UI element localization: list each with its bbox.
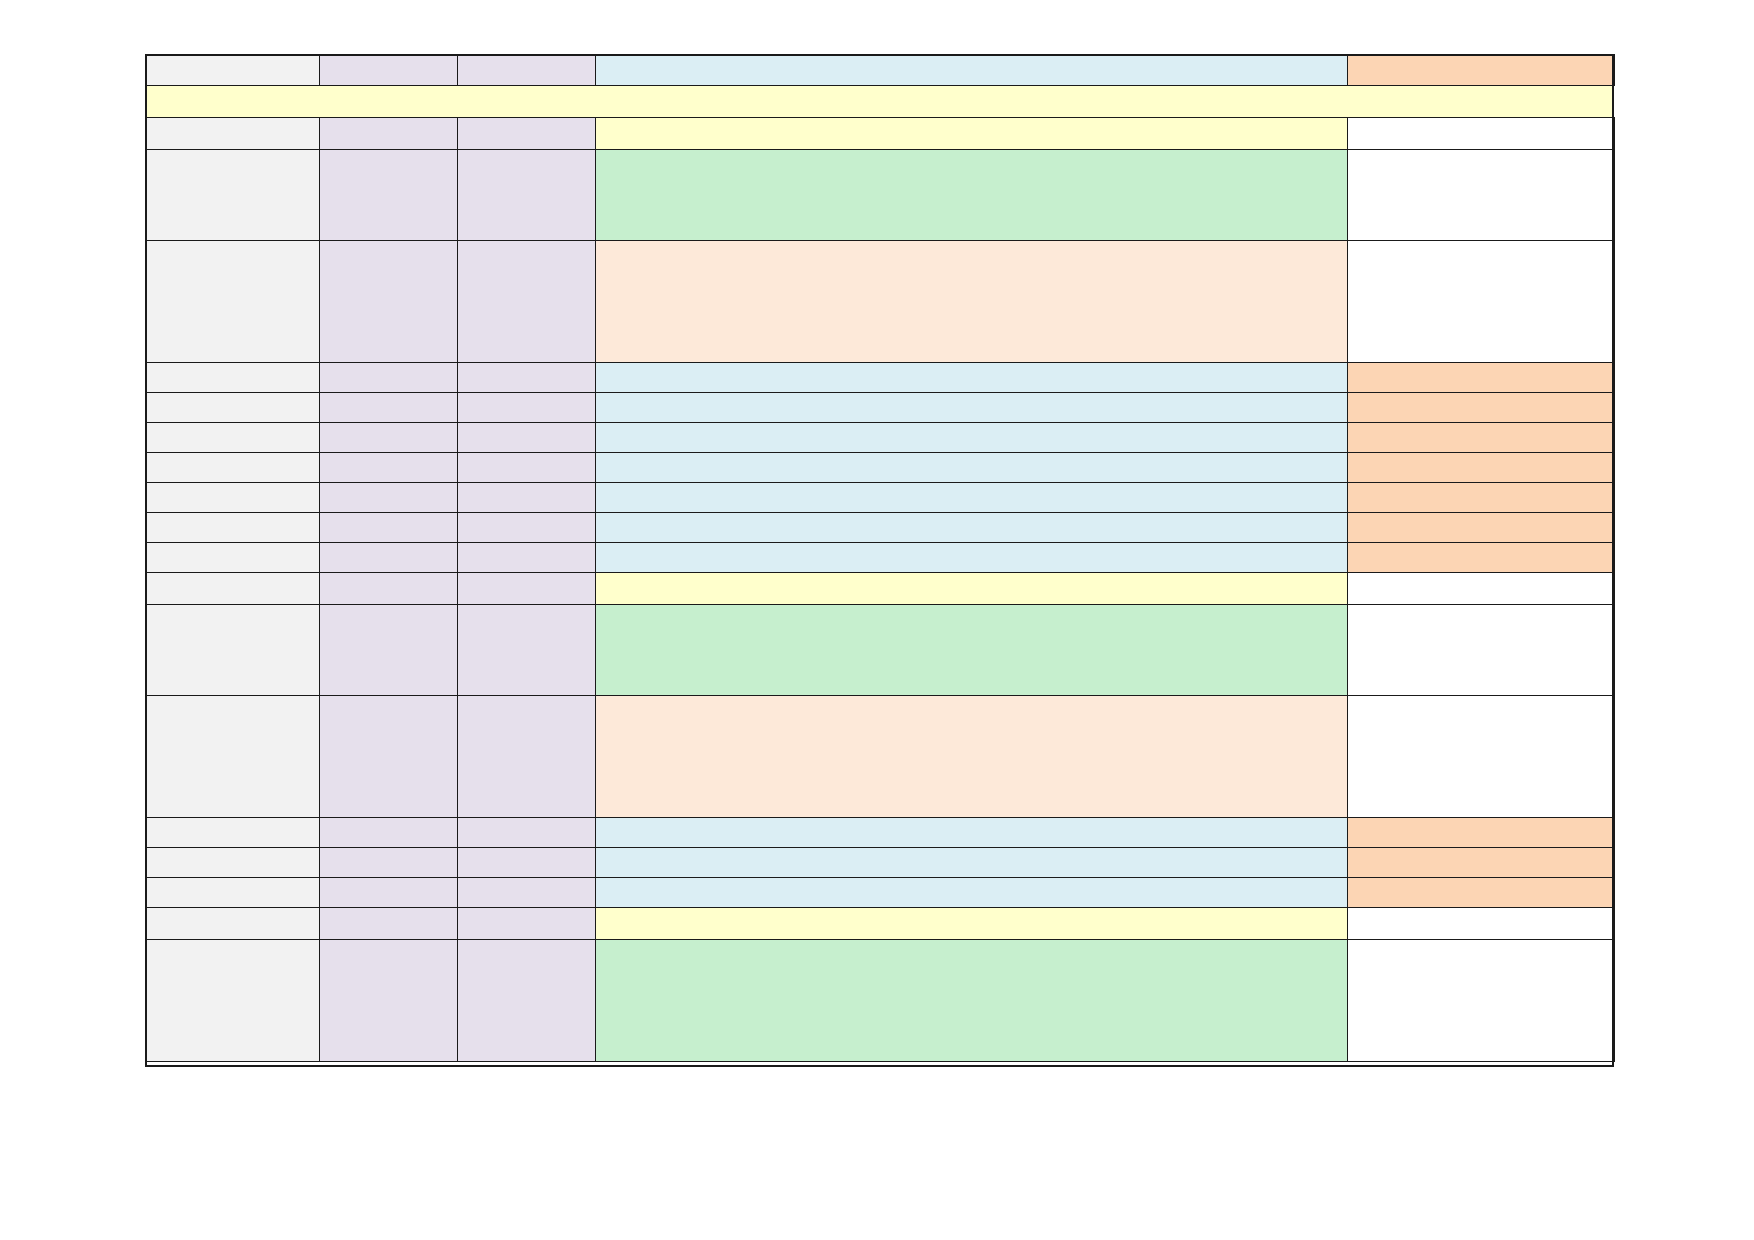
description-cell[interactable] <box>595 452 1348 483</box>
code-cell-b[interactable] <box>457 54 596 86</box>
note-cell[interactable] <box>1347 54 1615 86</box>
code-cell-b[interactable] <box>457 452 596 483</box>
code-cell-a[interactable] <box>319 817 458 848</box>
code-cell-b[interactable] <box>457 572 596 605</box>
code-cell-b[interactable] <box>457 362 596 393</box>
label-cell[interactable] <box>145 452 320 483</box>
note-cell[interactable] <box>1347 542 1615 573</box>
note-cell[interactable] <box>1347 512 1615 543</box>
code-cell-a[interactable] <box>319 604 458 696</box>
description-cell[interactable] <box>595 392 1348 423</box>
description-cell[interactable] <box>595 512 1348 543</box>
label-cell[interactable] <box>145 572 320 605</box>
code-cell-b[interactable] <box>457 695 596 818</box>
code-cell-b[interactable] <box>457 604 596 696</box>
label-cell[interactable] <box>145 907 320 940</box>
code-cell-b[interactable] <box>457 422 596 453</box>
code-cell-a[interactable] <box>319 362 458 393</box>
description-cell[interactable] <box>595 422 1348 453</box>
note-cell[interactable] <box>1347 604 1615 696</box>
code-cell-a[interactable] <box>319 939 458 1062</box>
note-cell[interactable] <box>1347 392 1615 423</box>
note-cell[interactable] <box>1347 695 1615 818</box>
label-cell[interactable] <box>145 362 320 393</box>
note-cell[interactable] <box>1347 117 1615 150</box>
code-cell-a[interactable] <box>319 512 458 543</box>
note-cell[interactable] <box>1347 939 1615 1062</box>
label-cell[interactable] <box>145 149 320 241</box>
note-cell[interactable] <box>1347 240 1615 363</box>
label-cell[interactable] <box>145 695 320 818</box>
note-cell[interactable] <box>1347 452 1615 483</box>
label-cell[interactable] <box>145 542 320 573</box>
note-cell[interactable] <box>1347 907 1615 940</box>
code-cell-a[interactable] <box>319 392 458 423</box>
banner-cell[interactable] <box>145 85 1614 118</box>
description-cell[interactable] <box>595 149 1348 241</box>
description-cell[interactable] <box>595 240 1348 363</box>
note-cell[interactable] <box>1347 422 1615 453</box>
label-cell[interactable] <box>145 817 320 848</box>
label-cell[interactable] <box>145 422 320 453</box>
code-cell-a[interactable] <box>319 695 458 818</box>
code-cell-b[interactable] <box>457 907 596 940</box>
code-cell-b[interactable] <box>457 939 596 1062</box>
description-cell[interactable] <box>595 572 1348 605</box>
code-cell-a[interactable] <box>319 452 458 483</box>
description-cell[interactable] <box>595 54 1348 86</box>
code-cell-a[interactable] <box>319 482 458 513</box>
code-cell-a[interactable] <box>319 240 458 363</box>
label-cell[interactable] <box>145 117 320 150</box>
description-cell[interactable] <box>595 604 1348 696</box>
code-cell-a[interactable] <box>319 54 458 86</box>
code-cell-a[interactable] <box>319 422 458 453</box>
note-cell[interactable] <box>1347 149 1615 241</box>
note-cell[interactable] <box>1347 362 1615 393</box>
code-cell-b[interactable] <box>457 847 596 878</box>
code-cell-a[interactable] <box>319 542 458 573</box>
description-cell[interactable] <box>595 362 1348 393</box>
code-cell-a[interactable] <box>319 572 458 605</box>
label-cell[interactable] <box>145 939 320 1062</box>
spreadsheet-table <box>145 54 1615 1067</box>
code-cell-b[interactable] <box>457 877 596 908</box>
description-cell[interactable] <box>595 817 1348 848</box>
label-cell[interactable] <box>145 877 320 908</box>
code-cell-b[interactable] <box>457 117 596 150</box>
label-cell[interactable] <box>145 482 320 513</box>
description-cell[interactable] <box>595 482 1348 513</box>
code-cell-a[interactable] <box>319 907 458 940</box>
code-cell-b[interactable] <box>457 149 596 241</box>
description-cell[interactable] <box>595 117 1348 150</box>
code-cell-b[interactable] <box>457 512 596 543</box>
note-cell[interactable] <box>1347 877 1615 908</box>
code-cell-a[interactable] <box>319 847 458 878</box>
code-cell-b[interactable] <box>457 392 596 423</box>
label-cell[interactable] <box>145 512 320 543</box>
note-cell[interactable] <box>1347 817 1615 848</box>
code-cell-b[interactable] <box>457 817 596 848</box>
label-cell[interactable] <box>145 240 320 363</box>
description-cell[interactable] <box>595 695 1348 818</box>
description-cell[interactable] <box>595 939 1348 1062</box>
note-cell[interactable] <box>1347 572 1615 605</box>
description-cell[interactable] <box>595 542 1348 573</box>
code-cell-a[interactable] <box>319 117 458 150</box>
note-cell[interactable] <box>1347 847 1615 878</box>
code-cell-b[interactable] <box>457 482 596 513</box>
code-cell-a[interactable] <box>319 877 458 908</box>
label-cell[interactable] <box>145 392 320 423</box>
label-cell[interactable] <box>145 847 320 878</box>
code-cell-a[interactable] <box>319 149 458 241</box>
label-cell[interactable] <box>145 604 320 696</box>
description-cell[interactable] <box>595 847 1348 878</box>
code-cell-b[interactable] <box>457 240 596 363</box>
note-cell[interactable] <box>1347 482 1615 513</box>
label-cell[interactable] <box>145 54 320 86</box>
description-cell[interactable] <box>595 877 1348 908</box>
description-cell[interactable] <box>595 907 1348 940</box>
code-cell-b[interactable] <box>457 542 596 573</box>
